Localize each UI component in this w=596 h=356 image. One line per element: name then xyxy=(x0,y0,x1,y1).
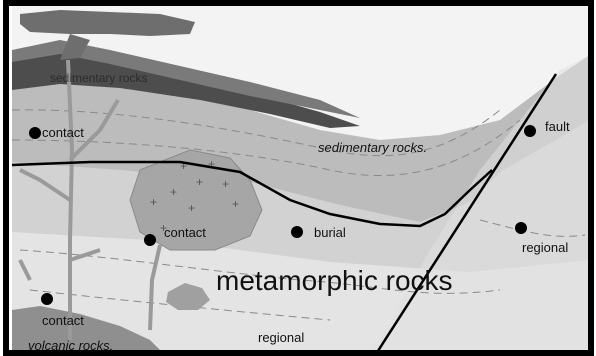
burial-label: burial xyxy=(314,225,346,240)
metamorphic-rocks-label: metamorphic rocks xyxy=(216,265,453,296)
contact-dot-top xyxy=(29,127,41,139)
contact-dot-bottom xyxy=(41,293,53,305)
contact-dot-middle xyxy=(144,234,156,246)
fault-dot xyxy=(524,125,536,137)
regional-label-bottom: regional xyxy=(258,330,304,345)
regional-label-right: regional xyxy=(522,240,568,255)
svg-text:+: + xyxy=(150,195,157,209)
svg-text:+: + xyxy=(170,185,177,199)
svg-text:+: + xyxy=(196,175,203,189)
contact-label-bottom: contact xyxy=(42,313,84,328)
regional-dot xyxy=(515,222,527,234)
svg-text:+: + xyxy=(222,177,229,191)
fault-label: fault xyxy=(545,119,570,134)
svg-text:+: + xyxy=(188,201,195,215)
faint-sedimentary-label: sedimentary rocks xyxy=(50,71,147,85)
sedimentary-rocks-label: sedimentary rocks. xyxy=(318,140,427,155)
svg-text:+: + xyxy=(232,197,239,211)
burial-dot xyxy=(291,226,303,238)
contact-label-middle: contact xyxy=(164,225,206,240)
contact-label-top: contact xyxy=(42,125,84,140)
